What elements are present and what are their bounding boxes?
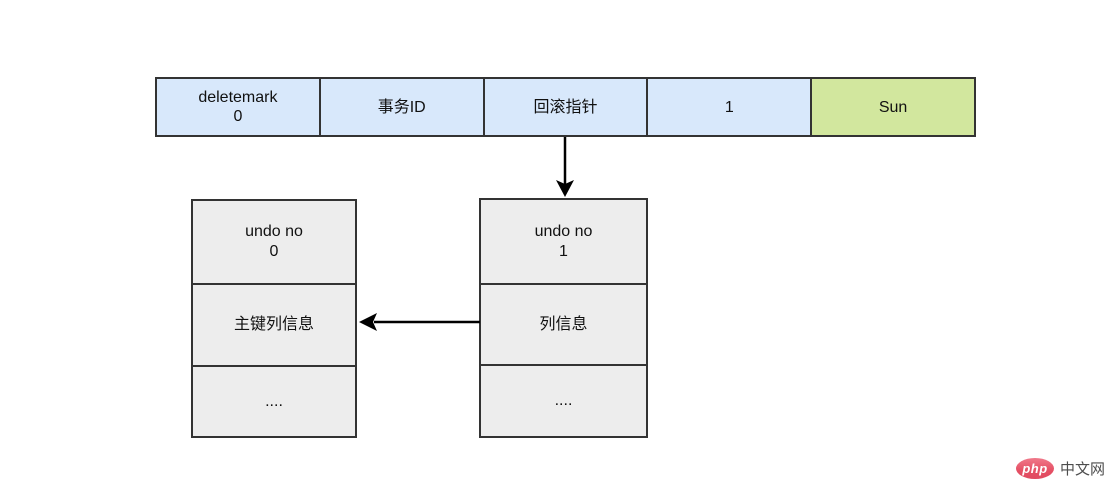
- columns-info-cell: 列信息: [481, 283, 646, 364]
- record-cell-deletemark: deletemark 0: [157, 79, 321, 135]
- record-cell-id-value: 1: [648, 79, 813, 135]
- php-logo-icon: php: [1016, 458, 1054, 479]
- ellipsis-cell: ....: [481, 364, 646, 436]
- arrow-left-icon: [359, 313, 480, 331]
- arrow-down-icon: [556, 137, 574, 197]
- record-cell-name-value: Sun: [812, 79, 974, 135]
- record-cell-trx-id: 事务ID: [320, 79, 485, 135]
- undo-no-cell: undo no 1: [481, 200, 646, 283]
- record-cell-roll-pointer: 回滚指针: [484, 79, 649, 135]
- ellipsis-cell: ....: [193, 365, 355, 436]
- watermark: php 中文网: [1016, 458, 1105, 479]
- primary-key-columns-cell: 主键列信息: [193, 283, 355, 365]
- record-row: deletemark 0 事务ID 回滚指针 1 Sun: [155, 77, 976, 137]
- undo-log-box-1: undo no 1 列信息 ....: [479, 198, 648, 438]
- watermark-site-label: 中文网: [1060, 461, 1106, 478]
- undo-log-box-0: undo no 0 主键列信息 ....: [191, 199, 357, 438]
- undo-no-cell: undo no 0: [193, 201, 355, 283]
